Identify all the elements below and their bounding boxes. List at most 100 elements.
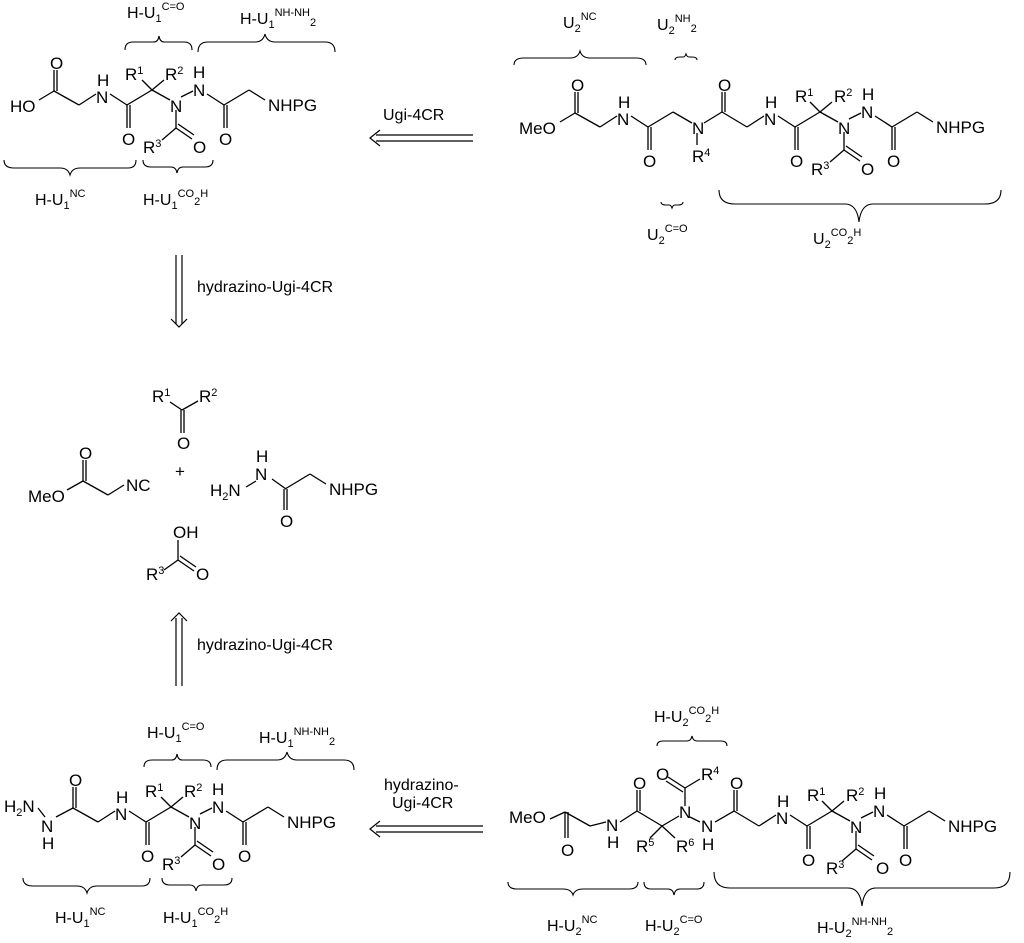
label-h-u1-co2h-2: H-U1CO2H	[163, 906, 228, 930]
bonds-bottom-left	[37, 787, 285, 858]
atom-nhpg: NHPG	[936, 118, 985, 137]
atom-n: N	[776, 809, 788, 828]
atom-o: O	[899, 851, 912, 870]
atom-nhpg: NHPG	[287, 813, 336, 832]
atom-r1: R1	[152, 387, 170, 406]
atom-o: O	[790, 152, 803, 171]
atom-n: N	[861, 103, 873, 122]
atom-o: O	[212, 855, 225, 874]
atom-o: O	[656, 765, 669, 784]
atom-n: N	[170, 97, 182, 116]
atom-nhpg: NHPG	[948, 817, 997, 836]
brace-h-u1-co2h-2	[161, 877, 233, 892]
atom-n: N	[679, 803, 691, 822]
atom-o: O	[196, 565, 209, 584]
brace-h-u2-co	[643, 881, 705, 896]
atom-nhpg: NHPG	[329, 480, 378, 499]
brace-u2-co	[660, 201, 684, 210]
atom-nc: NC	[126, 476, 151, 495]
atom-o: O	[802, 851, 815, 870]
atom-o: O	[876, 859, 889, 878]
atom-r5: R5	[636, 837, 654, 856]
atom-o: O	[238, 847, 251, 866]
atom-o: O	[861, 160, 874, 179]
brace-h-u2-nc	[507, 881, 639, 897]
label-u2-co2h: U2CO2H	[813, 227, 861, 251]
label-h-u1-nhnh2-2: H-U1NH-NH2	[259, 726, 335, 750]
atom-h: H	[212, 780, 224, 799]
ketone: R1 R2 O	[152, 387, 217, 453]
brace-u2-nh2	[674, 52, 698, 61]
atom-n: N	[617, 110, 629, 129]
brace-h-u1-nhnh2	[197, 33, 336, 53]
hydrazide: H2N H N O NHPG	[210, 447, 378, 531]
brace-h-u1-nc-2	[22, 877, 151, 895]
atom-o: O	[571, 76, 584, 95]
atom-r2: R2	[184, 782, 202, 801]
atom-nhpg: NHPG	[268, 96, 317, 115]
arrow-label-hydrazino-ugi-4cr-2: hydrazino-Ugi-4CR	[197, 637, 333, 654]
atom-o: O	[280, 512, 293, 531]
atom-r3: R3	[143, 138, 161, 157]
atom-meo: MeO	[519, 119, 556, 138]
atom-r2: R2	[846, 786, 864, 805]
arrow-label-line2: Ugi-4CR	[392, 795, 453, 812]
label-h-u1-nc-2: H-U1NC	[55, 906, 106, 930]
bonds-bottom-right	[549, 776, 946, 862]
atom-h2n: H2N	[210, 481, 241, 503]
atom-h: H	[765, 93, 777, 112]
atom-n: N	[41, 817, 53, 836]
brace-h-u1-co2h	[142, 159, 214, 174]
atom-n: N	[115, 805, 127, 824]
brace-h-u1-nc	[3, 159, 137, 177]
arrow-ugi-4cr: Ugi-4CR	[369, 107, 473, 147]
label-h-u2-nc: H-U2NC	[547, 914, 598, 938]
atom-r4: R4	[701, 765, 719, 784]
atom-h: H	[777, 792, 789, 811]
atom-o: O	[219, 130, 232, 149]
atom-r4: R4	[692, 147, 710, 166]
atom-o: O	[50, 54, 63, 73]
atom-h: H	[116, 788, 128, 807]
atom-r2: R2	[165, 65, 183, 84]
brace-u2-co2h	[718, 189, 1002, 223]
atom-r3: R3	[162, 855, 180, 874]
atom-oh: OH	[173, 523, 199, 542]
atom-h: H	[874, 784, 886, 803]
label-h-u2-co2h: H-U2CO2H	[654, 705, 719, 729]
atom-ho: HO	[10, 97, 36, 116]
atom-h: H	[607, 833, 619, 852]
atom-meo: MeO	[509, 808, 546, 827]
atom-n: N	[96, 88, 108, 107]
brace-h-u1-nhnh2-2	[216, 751, 355, 771]
label-u2-co: U2C=O	[647, 223, 688, 247]
atom-n: N	[764, 110, 776, 129]
atom-r1: R1	[145, 782, 163, 801]
brace-h-u1-co	[124, 35, 193, 51]
atom-h: H	[193, 63, 205, 82]
atom-h: H	[256, 447, 268, 466]
atom-r1: R1	[807, 786, 825, 805]
arrow-hydrazino-ugi-up: hydrazino-Ugi-4CR	[170, 612, 333, 686]
atom-o: O	[141, 847, 154, 866]
atom-r3: R3	[826, 859, 844, 878]
atom-h: H	[862, 85, 874, 104]
atom-n: N	[193, 81, 205, 100]
methyl-isocyanoacetate: MeO O NC	[28, 444, 151, 506]
arrow-label-hydrazino-ugi-4cr: hydrazino-Ugi-4CR	[197, 279, 333, 296]
atom-n: N	[606, 816, 618, 835]
atom-n: N	[873, 802, 885, 821]
molecule-top-left: H-U1C=O H-U1NH-NH2	[3, 1, 336, 212]
label-h-u2-co: H-U2C=O	[645, 914, 703, 938]
arrow-label-line1: hydrazino-	[384, 777, 459, 794]
atom-h2n: H2N	[4, 797, 35, 819]
atom-o: O	[633, 774, 646, 793]
atom-h: H	[702, 835, 714, 854]
molecule-top-right: U2NC U2NH2	[513, 11, 1002, 251]
atom-o: O	[122, 130, 135, 149]
atom-r6: R6	[676, 837, 694, 856]
atom-o: O	[561, 841, 574, 860]
carboxylic-acid: OH R3 O	[146, 523, 209, 584]
atom-r3: R3	[146, 565, 164, 584]
